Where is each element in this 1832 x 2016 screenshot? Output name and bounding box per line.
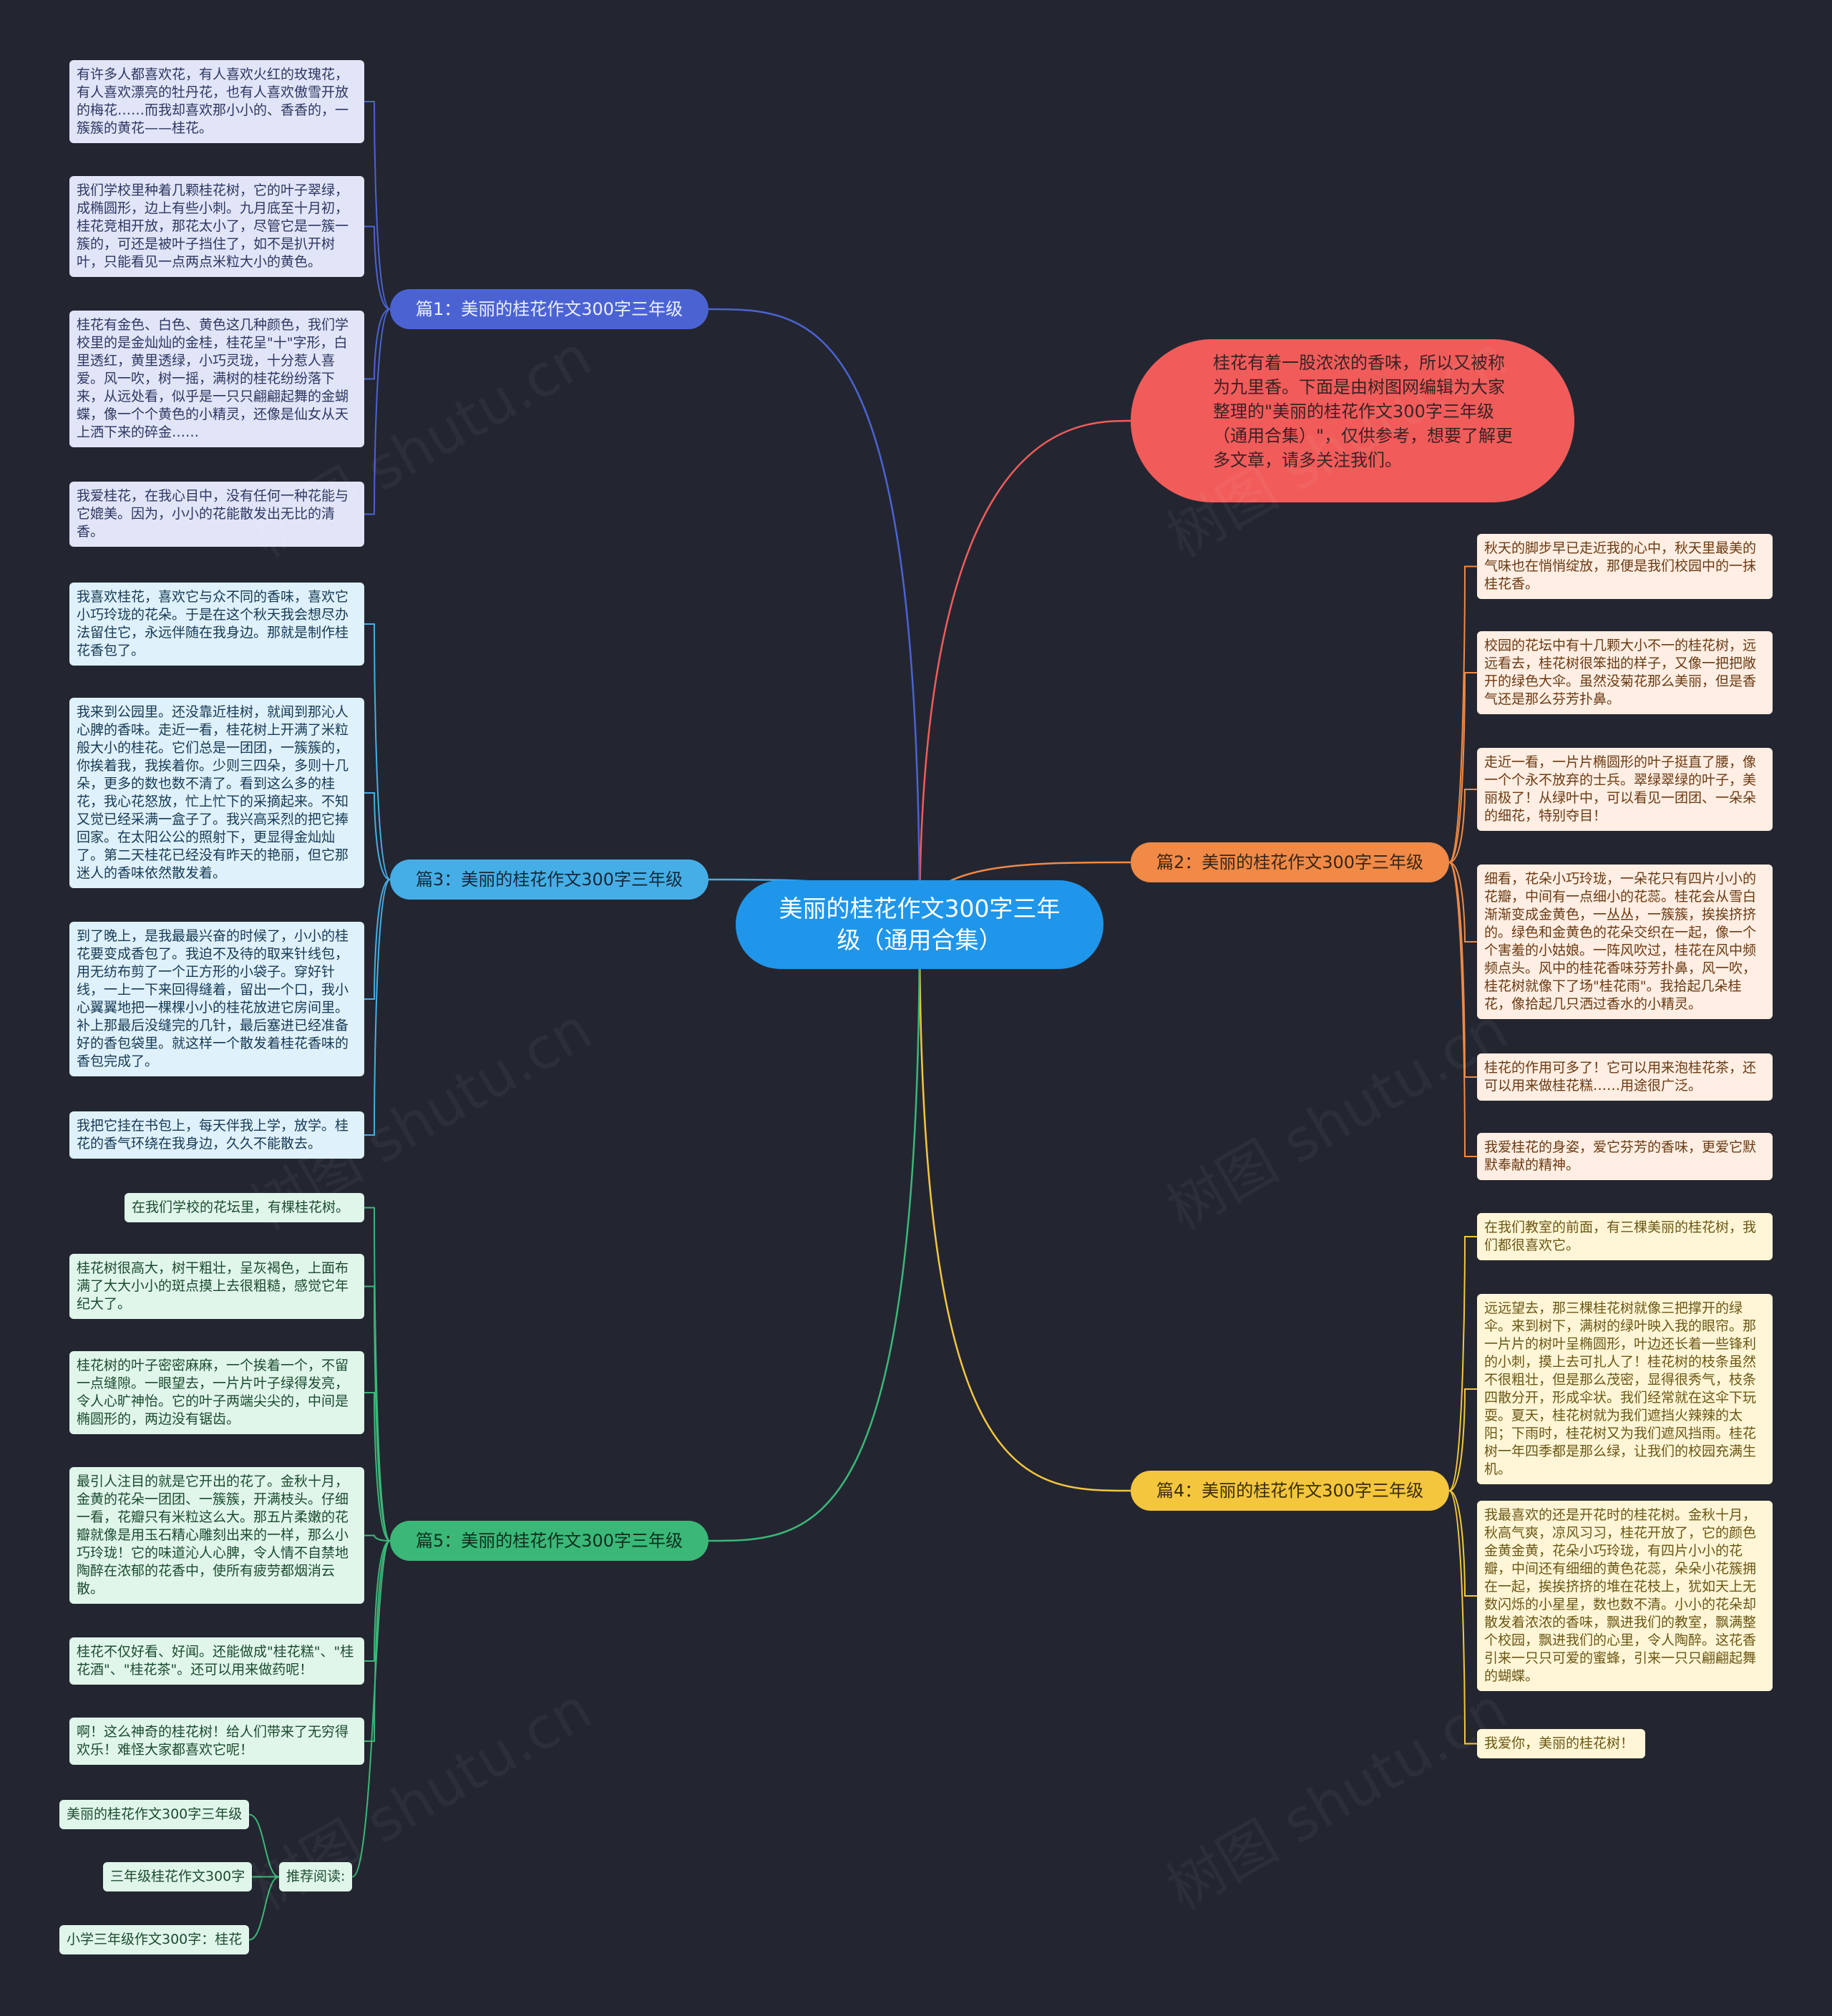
branch-2[interactable]: 篇2：美丽的桂花作文300字三年级	[1131, 842, 1449, 882]
branch-3-leaf[interactable]: 我来到公园里。还没靠近桂树，就闻到那沁人心脾的香味。走近一看，桂花树上开满了米粒…	[69, 698, 364, 888]
connector-line	[364, 1534, 391, 1542]
connector-line	[1448, 1388, 1477, 1491]
connector-line	[364, 879, 391, 1136]
branch-5-leaf[interactable]: 桂花树的叶子密密麻麻，一个挨着一个，不留一点缝隙。一眼望去，一片片叶子绿得发亮，…	[69, 1351, 364, 1434]
connector-line	[1448, 862, 1477, 1078]
branch-5[interactable]: 篇5：美丽的桂花作文300字三年级	[390, 1521, 708, 1561]
branch-3-leaf[interactable]: 我喜欢桂花，喜欢它与众不同的香味，喜欢它小巧玲珑的花朵。于是在这个秋天我会想尽办…	[69, 583, 364, 666]
branch-5-leaf[interactable]: 最引人注目的就是它开出的花了。金秋十月，金黄的花朵一团团、一簇簇，开满枝头。仔细…	[69, 1467, 364, 1604]
connector-line	[364, 225, 391, 310]
connector-line	[918, 924, 1131, 1492]
connector-line	[364, 792, 391, 880]
connector-line	[249, 1813, 280, 1878]
recommend-link[interactable]: 美丽的桂花作文300字三年级	[59, 1800, 250, 1829]
connector-line	[1448, 565, 1477, 863]
recommend-label: 推荐阅读:	[279, 1862, 353, 1891]
recommend-link[interactable]: 小学三年级作文300字：桂花	[59, 1925, 250, 1954]
connector-line	[1448, 672, 1477, 863]
branch-3-leaf[interactable]: 到了晚上，是我最最兴奋的时候了，小小的桂花要变成香包了。我迫不及待的取来针线包，…	[69, 922, 364, 1076]
connector-line	[1448, 1490, 1477, 1597]
branch-4-leaf[interactable]: 我爱你，美丽的桂花树！	[1477, 1729, 1645, 1758]
branch-3[interactable]: 篇3：美丽的桂花作文300字三年级	[390, 860, 708, 900]
branch-2-leaf[interactable]: 秋天的脚步早已走近我的心中，秋天里最美的气味也在悄悄绽放，那便是我们校园中的一抹…	[1477, 534, 1773, 599]
connector-line	[364, 1540, 391, 1662]
branch-5-leaf[interactable]: 桂花不仅好看、好闻。还能做成"桂花糕"、"桂花酒"、"桂花茶"。还可以用来做药呢…	[69, 1637, 364, 1685]
branch-5-leaf[interactable]: 桂花树很高大，树干粗壮，呈灰褐色，上面布满了大大小小的斑点摸上去很粗糙，感觉它年…	[69, 1254, 364, 1319]
connector-line	[708, 308, 921, 925]
branch-4-leaf[interactable]: 远远望去，那三棵桂花树就像三把撑开的绿伞。来到树下，满树的绿叶映入我的眼帘。那一…	[1477, 1294, 1773, 1484]
branch-4-leaf[interactable]: 在我们教室的前面，有三棵美丽的桂花树，我们都很喜欢它。	[1477, 1213, 1773, 1260]
branch-4[interactable]: 篇4：美丽的桂花作文300字三年级	[1131, 1471, 1449, 1511]
center-topic[interactable]: 美丽的桂花作文300字三年级（通用合集）	[736, 880, 1103, 969]
connector-line	[364, 101, 391, 310]
branch-2-leaf[interactable]: 走近一看，一片片椭圆形的叶子挺直了腰，像一个个永不放弃的士兵。翠绿翠绿的叶子，美…	[1477, 748, 1773, 831]
connector-line	[364, 879, 391, 1000]
connector-line	[1448, 1490, 1477, 1745]
connector-line	[364, 1285, 391, 1542]
branch-4-leaf[interactable]: 我最喜欢的还是开花时的桂花树。金秋十月，秋高气爽，凉风习习，桂花开放了，它的颜色…	[1477, 1501, 1773, 1691]
connector-line	[918, 419, 1131, 925]
branch-5-leaf[interactable]: 在我们学校的花坛里，有棵桂花树。	[125, 1193, 364, 1222]
branch-2-leaf[interactable]: 校园的花坛中有十几颗大小不一的桂花树，远远看去，桂花树很笨拙的样子，又像一把把敞…	[1477, 631, 1773, 714]
branch-2-leaf[interactable]: 细看，花朵小巧玲珑，一朵花只有四片小小的花瓣，中间有一点细小的花蕊。桂花会从雪白…	[1477, 865, 1773, 1019]
connector-line	[364, 308, 391, 380]
connector-line	[364, 1207, 391, 1542]
connector-line	[1448, 1235, 1477, 1491]
branch-1-leaf[interactable]: 桂花有金色、白色、黄色这几种颜色，我们学校里的是金灿灿的金桂，桂花呈"十"字形，…	[69, 311, 364, 447]
branch-1-leaf[interactable]: 我们学校里种着几颗桂花树，它的叶子翠绿，成椭圆形，边上有些小刺。九月底至十月初，…	[69, 176, 364, 277]
connector-line	[1448, 789, 1477, 863]
branch-2-leaf[interactable]: 我爱桂花的身姿，爱它芬芳的香味，更爱它默默奉献的精神。	[1477, 1133, 1773, 1180]
branch-2-leaf[interactable]: 桂花的作用可多了！它可以用来泡桂花茶，还可以用来做桂花糕……用途很广泛。	[1477, 1053, 1773, 1101]
branch-1-leaf[interactable]: 我爱桂花，在我心目中，没有任何一种花能与它媲美。因为，小小的花能散发出无比的清香…	[69, 482, 364, 547]
branch-5-leaf[interactable]: 啊！这么神奇的桂花树！给人们带来了无穷得欢乐！难怪大家都喜欢它呢！	[69, 1718, 364, 1765]
connector-line	[364, 1392, 391, 1542]
recommend-link[interactable]: 三年级桂花作文300字	[103, 1862, 253, 1891]
connector-line	[364, 623, 391, 880]
branch-1-leaf[interactable]: 有许多人都喜欢花，有人喜欢火红的玫瑰花，有人喜欢漂亮的牡丹花，也有人喜欢傲雪开放…	[69, 60, 364, 143]
connector-line	[708, 924, 921, 1542]
connector-line	[1448, 862, 1477, 943]
connector-line	[249, 1876, 280, 1941]
branch-1[interactable]: 篇1：美丽的桂花作文300字三年级	[390, 289, 708, 329]
intro-bubble[interactable]: 桂花有着一股浓浓的香味，所以又被称为九里香。下面是由树图网编辑为大家整理的"美丽…	[1131, 339, 1574, 502]
connector-line	[364, 308, 391, 515]
connector-line	[1448, 862, 1477, 1158]
branch-3-leaf[interactable]: 我把它挂在书包上，每天伴我上学，放学。桂花的香气环绕在我身边，久久不能散去。	[69, 1111, 364, 1159]
connector-line	[351, 1540, 391, 1878]
